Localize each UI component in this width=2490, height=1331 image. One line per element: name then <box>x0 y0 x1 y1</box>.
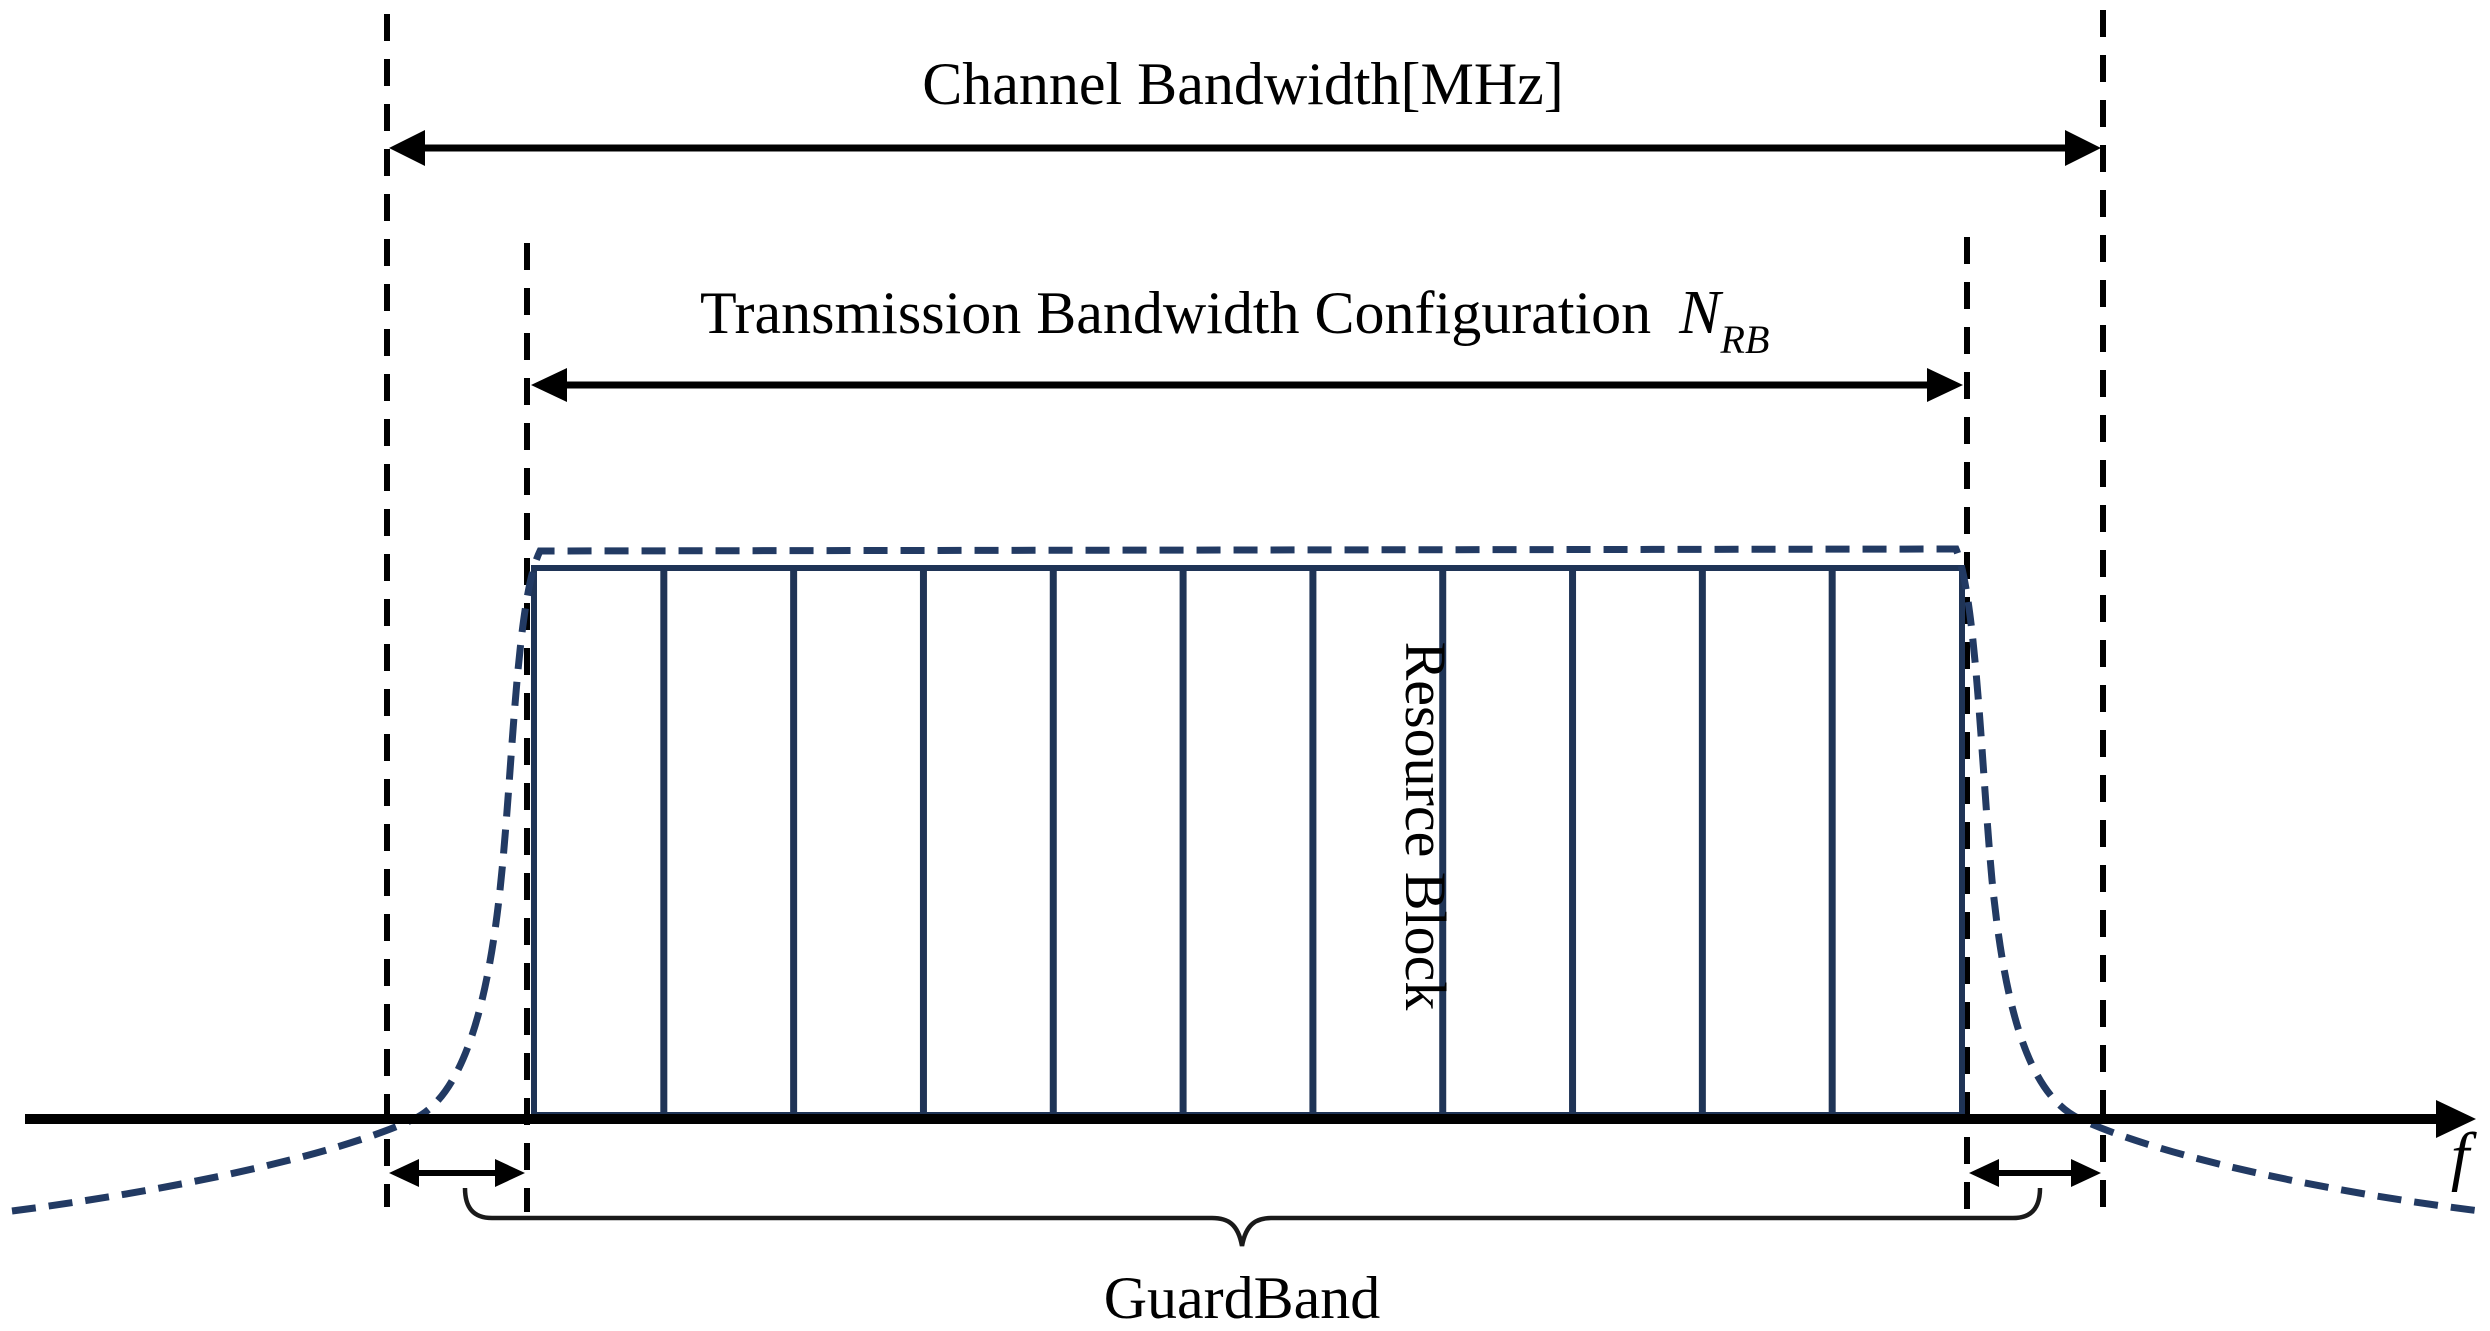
guard-band-right-arrow <box>1969 1159 2101 1187</box>
guard-band-label: GuardBand <box>1104 1265 1381 1326</box>
transmission-bandwidth-label: Transmission Bandwidth Configuration NRB <box>700 279 1769 362</box>
transmission-bandwidth-arrow <box>531 368 1963 402</box>
arrowhead-right-icon <box>1927 368 1963 402</box>
nrb-subscript: RB <box>1720 317 1770 362</box>
arrowhead-left-icon <box>531 368 567 402</box>
frequency-axis-label: f <box>2451 1120 2477 1193</box>
spectrum-mask-curve <box>11 545 2481 1215</box>
arrowhead-left-icon <box>389 130 425 166</box>
channel-bandwidth-arrow <box>389 130 2101 166</box>
arrowhead-right-icon <box>2065 130 2101 166</box>
arrowhead-right-icon <box>2071 1159 2101 1187</box>
resource-block-label: Resource Block <box>1393 642 1458 1011</box>
resource-block-grid <box>531 565 1965 1118</box>
frequency-axis-arrowhead-icon <box>2436 1100 2476 1138</box>
arrowhead-right-icon <box>495 1159 525 1187</box>
channel-bandwidth-label: Channel Bandwidth[MHz] <box>922 51 1564 117</box>
guard-band-brace <box>462 1187 2043 1247</box>
transmission-bandwidth-text: Transmission Bandwidth Configuration <box>700 280 1651 346</box>
arrowhead-left-icon <box>389 1159 419 1187</box>
nrb-symbol: N <box>1678 279 1724 347</box>
guard-band-left-arrow <box>389 1159 525 1187</box>
arrowhead-left-icon <box>1969 1159 1999 1187</box>
resource-block-dividers <box>660 571 1836 1112</box>
